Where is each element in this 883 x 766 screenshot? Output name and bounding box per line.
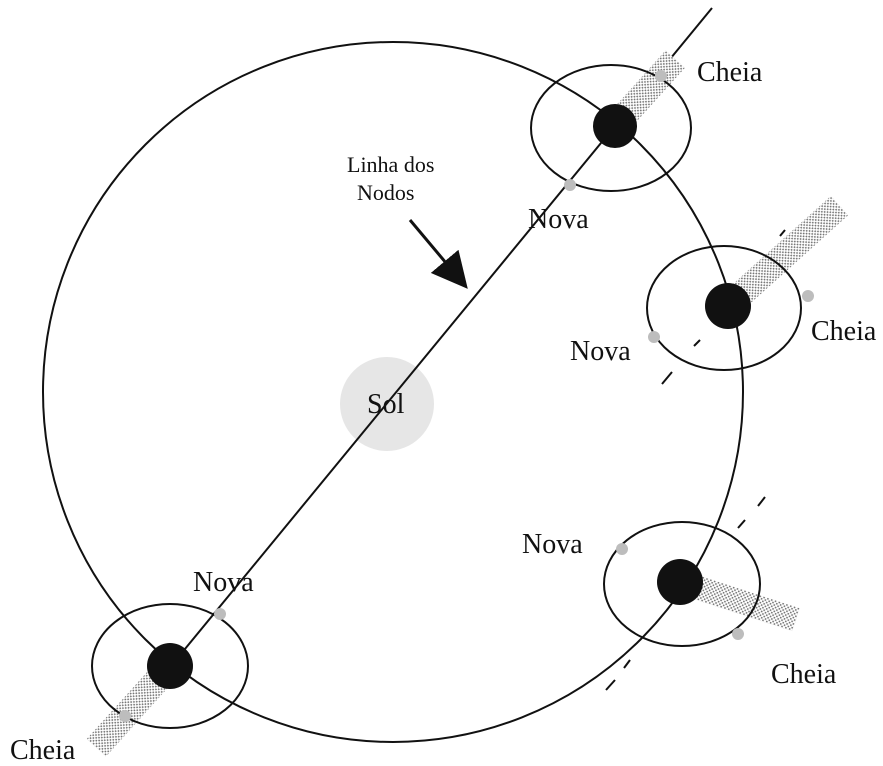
full-moon-dot (655, 70, 667, 82)
moon-orbit (91, 603, 249, 729)
node-tick (737, 519, 746, 529)
new-label-right: Nova (570, 336, 631, 367)
position-lower-right (603, 496, 800, 691)
new-label-top: Nova (528, 204, 589, 235)
earth (705, 283, 751, 329)
line-of-nodes-label-2: Nodos (357, 180, 414, 205)
new-moon-dot (616, 543, 628, 555)
full-label-lower-left: Cheia (10, 735, 76, 766)
full-moon-dot (802, 290, 814, 302)
node-tick (757, 496, 766, 507)
new-label-lower-right: Nova (522, 529, 583, 560)
moon-orbit (603, 521, 761, 647)
node-tick (779, 229, 786, 237)
pointer-arrow (408, 219, 468, 289)
full-label-right: Cheia (811, 316, 877, 347)
full-moon-dot (119, 710, 131, 722)
shadow-band (676, 570, 800, 632)
earth-orbit (42, 41, 744, 743)
node-tick (605, 679, 616, 691)
new-moon-dot (564, 179, 576, 191)
new-label-lower-left: Nova (193, 567, 254, 598)
node-tick (693, 339, 701, 347)
position-top (530, 50, 692, 192)
earth (593, 104, 637, 148)
earth (657, 559, 703, 605)
full-label-lower-right: Cheia (771, 659, 837, 690)
moon-orbit (646, 245, 802, 371)
node-tick (661, 371, 673, 385)
shadow-band (719, 195, 849, 316)
moon-orbit (530, 64, 692, 192)
new-moon-dot (648, 331, 660, 343)
node-tick (623, 659, 631, 669)
line-of-nodes-label-1: Linha dos (347, 152, 434, 177)
full-moon-dot (732, 628, 744, 640)
position-lower-left (86, 603, 249, 757)
position-right (646, 195, 849, 385)
full-label-top: Cheia (697, 57, 763, 88)
sun-label: Sol (367, 389, 405, 420)
earth (147, 643, 193, 689)
new-moon-dot (214, 608, 226, 620)
